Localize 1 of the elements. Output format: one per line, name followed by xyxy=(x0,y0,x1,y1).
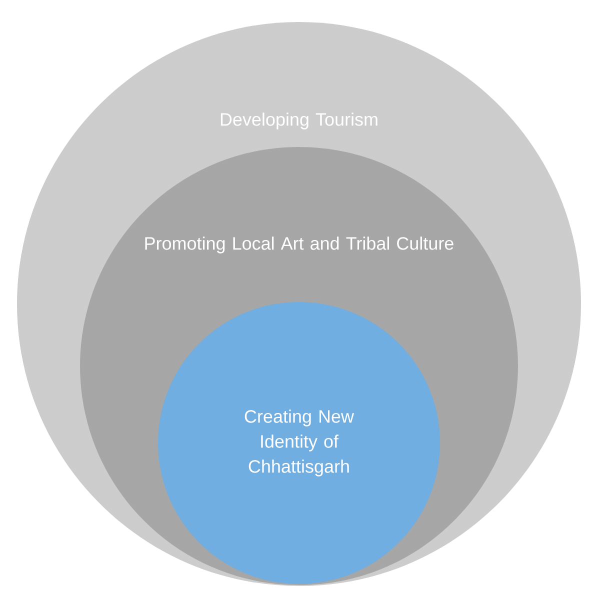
circle-region: Creating New Identity of Chhattisgarh xyxy=(158,302,440,584)
